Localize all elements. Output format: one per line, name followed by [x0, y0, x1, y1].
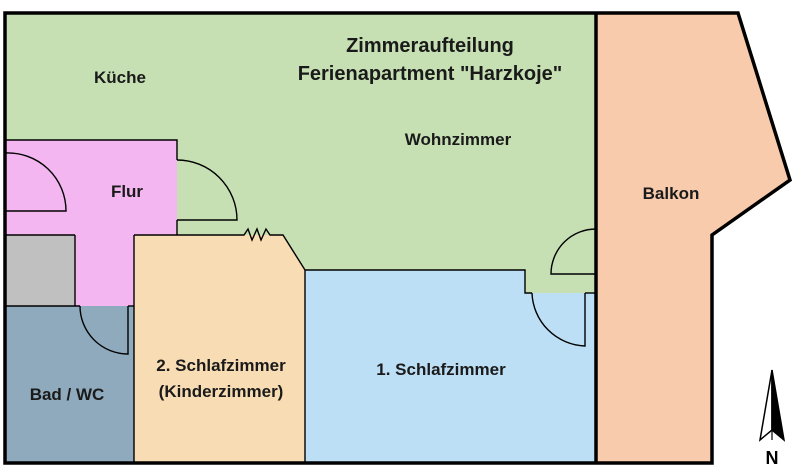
- label-schlafzimmer-1: 1. Schlafzimmer: [376, 360, 506, 379]
- north-arrow-icon: [758, 369, 786, 442]
- door-balkon[interactable]: [550, 228, 597, 275]
- balkon-wall: [596, 11, 793, 465]
- label-flur: Flur: [111, 182, 143, 201]
- room-abstellraum[interactable]: [5, 235, 75, 306]
- outer-wall: [3, 11, 596, 465]
- label-bad-wc: Bad / WC: [30, 385, 105, 404]
- compass-letter: N: [766, 448, 779, 468]
- door-entrance[interactable]: [4, 152, 67, 212]
- plan-title-line1: Zimmeraufteilung: [346, 35, 514, 57]
- room-bad-wc[interactable]: [5, 306, 134, 463]
- label-schlafzimmer-2-line2: (Kinderzimmer): [159, 382, 284, 401]
- label-wohnzimmer: Wohnzimmer: [405, 130, 512, 149]
- room-schlafzimmer-1[interactable]: [305, 270, 596, 463]
- sz1-top-wall: [305, 269, 532, 294]
- sz2-top-wall: [177, 227, 306, 271]
- flur-wall: [5, 139, 178, 160]
- plan-title-line2: Ferienapartment "Harzkoje": [298, 63, 563, 85]
- label-schlafzimmer-2-line1: 2. Schlafzimmer: [156, 356, 286, 375]
- door-schlafzimmer-1[interactable]: [531, 292, 586, 347]
- room-schlafzimmer-2[interactable]: [134, 235, 305, 463]
- room-balkon[interactable]: [596, 13, 790, 463]
- label-balkon: Balkon: [643, 184, 700, 203]
- door-bad[interactable]: [79, 305, 129, 355]
- label-kueche: Küche: [94, 68, 146, 87]
- door-flur-wohnzimmer[interactable]: [176, 159, 238, 221]
